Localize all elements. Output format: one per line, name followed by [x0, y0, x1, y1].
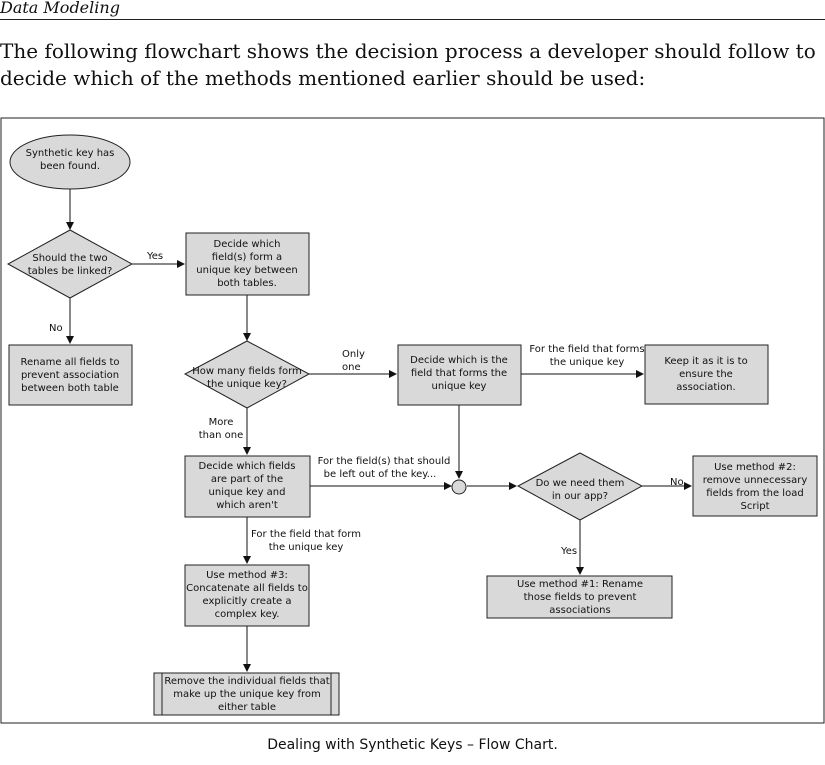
process-method-1: Use method #1: Rename those fields to pr…: [486, 575, 673, 619]
decide-fields-line-3: unique key between: [196, 265, 297, 276]
label-yes-need: Yes: [560, 546, 577, 557]
decide-one-line-2: field that forms the: [411, 368, 507, 379]
method1-line-1: Use method #1: Rename: [517, 579, 643, 590]
decision-linked-line-1: Should the two: [32, 253, 107, 264]
process-decide-key-fields: Decide which field(s) form a unique key …: [185, 232, 310, 296]
label-only-one-line-1: Only: [342, 349, 365, 360]
decision-how-many-fields: How many fields form the unique key?: [183, 340, 311, 409]
remove-line-3: either table: [218, 702, 276, 713]
decide-parts-line-1: Decide which fields: [199, 461, 296, 472]
label-field-forms-line-1: For the field that forms: [529, 344, 644, 355]
method2-line-2: remove unnecessary: [703, 475, 808, 486]
label-no-need: No: [670, 477, 684, 488]
remove-line-1: Remove the individual fields that: [164, 676, 329, 687]
label-left-out-line-1: For the field(s) that should: [318, 456, 451, 467]
rename-line-3: between both table: [21, 383, 119, 394]
how-many-line-1: How many fields form: [192, 366, 302, 377]
decide-parts-line-3: unique key and: [209, 487, 286, 498]
need-line-1: Do we need them: [536, 478, 625, 489]
label-only-one-line-2: one: [342, 362, 361, 373]
decide-one-line-3: unique key: [432, 381, 487, 392]
start-line-1: Synthetic key has: [26, 148, 115, 159]
decision-need-fields: Do we need them in our app?: [516, 452, 644, 521]
method1-line-2: those fields to prevent: [524, 592, 637, 603]
figure-caption: Dealing with Synthetic Keys – Flow Chart…: [267, 737, 558, 753]
merge-connector: [451, 479, 467, 495]
how-many-line-2: the unique key?: [207, 379, 287, 390]
decision-linked-line-2: tables be linked?: [28, 266, 113, 277]
decide-fields-line-2: field(s) form a: [212, 252, 282, 263]
label-more-than-one-line-1: More: [209, 417, 234, 428]
method2-line-1: Use method #2:: [714, 462, 796, 473]
rename-line-2: prevent association: [21, 370, 119, 381]
keep-line-2: ensure the: [679, 369, 733, 380]
header-rule: [0, 19, 825, 20]
process-remove-individual-fields: Remove the individual fields that make u…: [153, 672, 340, 716]
process-decide-single-field: Decide which is the field that forms the…: [397, 344, 522, 406]
decide-fields-line-1: Decide which: [214, 239, 281, 250]
label-field-forms-line-2: the unique key: [550, 357, 625, 368]
decide-parts-line-4: which aren't: [216, 500, 278, 511]
intro-paragraph: The following flowchart shows the decisi…: [0, 38, 820, 92]
decide-one-line-1: Decide which is the: [410, 355, 508, 366]
label-field-form-line-2: the unique key: [269, 542, 344, 553]
method3-line-3: explicitly create a: [203, 596, 292, 607]
process-keep-association: Keep it as it is to ensure the associati…: [644, 344, 769, 405]
method2-line-3: fields from the load: [706, 488, 803, 499]
intro-line-2: decide which of the methods mentioned ea…: [0, 66, 646, 90]
label-field-form-line-1: For the field that form: [251, 529, 361, 540]
process-rename-all-fields: Rename all fields to prevent association…: [8, 344, 133, 406]
start-line-2: been found.: [40, 161, 100, 172]
keep-line-3: association.: [676, 382, 735, 393]
process-method-3: Use method #3: Concatenate all fields to…: [184, 564, 310, 627]
method3-line-1: Use method #3:: [206, 570, 288, 581]
process-method-2: Use method #2: remove unnecessary fields…: [692, 455, 818, 517]
remove-line-2: make up the unique key from: [173, 689, 321, 700]
need-line-2: in our app?: [552, 491, 608, 502]
intro-line-1: The following flowchart shows the decisi…: [0, 39, 816, 63]
label-no-linked: No: [49, 323, 63, 334]
rename-line-1: Rename all fields to: [20, 357, 119, 368]
process-decide-key-parts: Decide which fields are part of the uniq…: [184, 455, 311, 518]
method1-line-3: associations: [549, 605, 610, 616]
decision-tables-linked: Should the two tables be linked?: [6, 229, 134, 299]
method3-line-2: Concatenate all fields to: [186, 583, 308, 594]
method2-line-4: Script: [740, 501, 769, 512]
label-more-than-one-line-2: than one: [199, 430, 244, 441]
start-terminator: Synthetic key has been found.: [9, 134, 131, 190]
connectors: [66, 189, 692, 672]
flowchart: Synthetic key has been found. Should the…: [0, 117, 825, 724]
flowchart-frame: [0, 117, 825, 724]
running-head: Data Modeling: [0, 0, 120, 17]
decide-parts-line-2: are part of the: [211, 474, 283, 485]
method3-line-4: complex key.: [215, 609, 280, 620]
keep-line-1: Keep it as it is to: [664, 356, 747, 367]
decide-fields-line-4: both tables.: [217, 278, 277, 289]
label-left-out-line-2: be left out of the key...: [324, 469, 437, 480]
label-yes-linked: Yes: [146, 251, 163, 262]
